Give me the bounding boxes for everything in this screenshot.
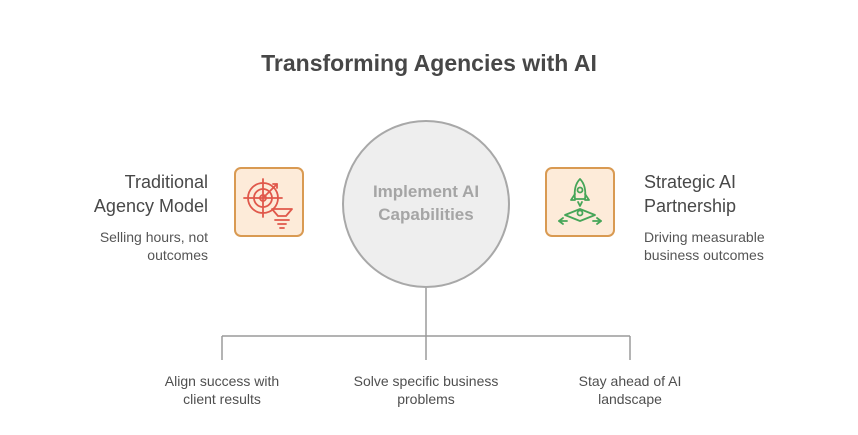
heading-line: Partnership (644, 196, 737, 216)
outcome-align-success: Align success with client results (132, 372, 312, 408)
heading-line: Agency Model (93, 196, 208, 216)
circle-line: Capabilities (378, 205, 474, 224)
outcome-solve-problems: Solve specific business problems (336, 372, 516, 408)
outcome-line: Align success with (164, 373, 280, 389)
outcome-line: Solve specific business (353, 373, 499, 389)
outcome-line: Stay ahead of AI (578, 373, 682, 389)
traditional-agency-heading: Traditional Agency Model (18, 170, 208, 218)
outcome-line: landscape (598, 391, 662, 407)
description-line: Driving measurable (644, 229, 765, 245)
strategic-partnership-description: Driving measurable business outcomes (644, 228, 844, 264)
outcome-stay-ahead: Stay ahead of AI landscape (540, 372, 720, 408)
strategic-partnership-heading: Strategic AI Partnership (644, 170, 844, 218)
outcome-line: client results (183, 391, 261, 407)
circle-line: Implement AI (372, 182, 480, 201)
traditional-agency-description: Selling hours, not outcomes (18, 228, 208, 264)
heading-line: Strategic AI (644, 172, 737, 192)
outcome-line: problems (397, 391, 455, 407)
traditional-agency-icon-box (234, 167, 304, 237)
rocket-launch-icon (558, 178, 602, 225)
heading-line: Traditional (124, 172, 208, 192)
implement-ai-label: Implement AI Capabilities (342, 180, 510, 226)
implement-ai-circle (342, 120, 510, 288)
target-funnel-icon (243, 178, 293, 229)
description-line: business outcomes (644, 247, 764, 263)
strategic-partnership-icon-box (545, 167, 615, 237)
description-line: outcomes (147, 247, 208, 263)
diagram-title: Transforming Agencies with AI (261, 50, 597, 76)
description-line: Selling hours, not (99, 229, 208, 245)
